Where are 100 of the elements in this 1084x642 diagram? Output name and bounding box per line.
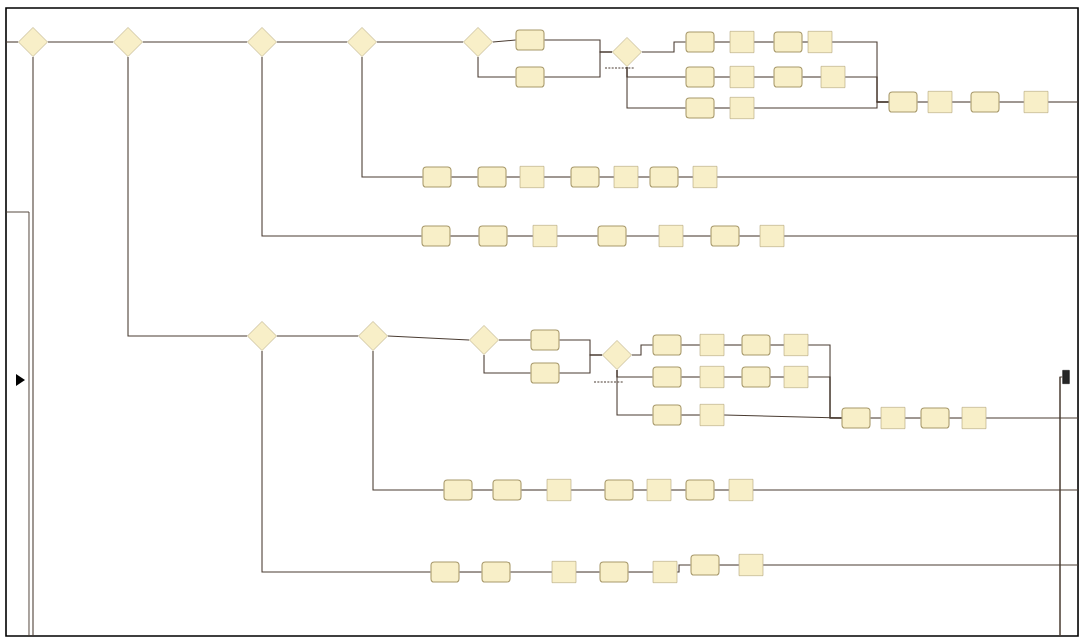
process-box bbox=[685, 97, 715, 119]
delay-box bbox=[519, 166, 545, 188]
connector-line bbox=[450, 235, 479, 237]
delay-box bbox=[551, 561, 577, 583]
process-box bbox=[492, 479, 522, 501]
connector-line bbox=[1047, 101, 1079, 103]
process-box bbox=[685, 66, 715, 88]
process-box bbox=[649, 166, 679, 188]
delay-box bbox=[728, 479, 754, 501]
connector-line bbox=[127, 56, 248, 337]
delay-box bbox=[613, 166, 639, 188]
connector-line bbox=[723, 344, 742, 346]
process-box bbox=[530, 329, 560, 351]
process-box bbox=[430, 561, 460, 583]
connector-line bbox=[544, 51, 613, 78]
connector-line bbox=[753, 41, 774, 43]
delay-box bbox=[729, 97, 755, 119]
connector-line bbox=[714, 107, 731, 109]
connector-line bbox=[599, 176, 615, 178]
connector-line bbox=[498, 339, 531, 341]
connector-line bbox=[985, 417, 1079, 419]
connector-line bbox=[47, 41, 114, 43]
decision-diamond bbox=[18, 27, 48, 57]
delay-box bbox=[759, 225, 785, 247]
delay-box bbox=[532, 225, 558, 247]
connector-line bbox=[770, 376, 785, 378]
process-box bbox=[477, 166, 507, 188]
connector-line bbox=[261, 56, 422, 237]
connector-line bbox=[641, 41, 686, 53]
connector-line bbox=[714, 76, 731, 78]
connector-line bbox=[492, 39, 516, 43]
process-box bbox=[599, 561, 629, 583]
connector-line bbox=[276, 41, 348, 43]
connector-line bbox=[723, 414, 842, 419]
connector-line bbox=[459, 571, 482, 573]
decision-diamond bbox=[247, 27, 277, 57]
delay-box bbox=[783, 334, 809, 356]
delay-box bbox=[699, 334, 725, 356]
connector-line bbox=[670, 489, 686, 491]
connector-line bbox=[261, 350, 431, 573]
connector-line bbox=[628, 571, 654, 573]
connector-line bbox=[753, 76, 774, 78]
connector-line bbox=[5, 41, 19, 43]
connector-line bbox=[681, 414, 701, 416]
process-box bbox=[421, 225, 451, 247]
delay-box bbox=[738, 554, 764, 576]
delay-box bbox=[927, 91, 953, 113]
connector-line bbox=[507, 235, 534, 237]
process-box bbox=[530, 362, 560, 384]
decision-diamond bbox=[247, 321, 277, 351]
connector-line bbox=[575, 571, 600, 573]
process-box bbox=[443, 479, 473, 501]
connector-line bbox=[506, 176, 521, 178]
connector-line bbox=[762, 564, 1079, 566]
connector-line bbox=[723, 376, 742, 378]
delay-box bbox=[783, 366, 809, 388]
process-box bbox=[970, 91, 1000, 113]
delay-box bbox=[692, 166, 718, 188]
connector-line bbox=[626, 235, 660, 237]
connector-line bbox=[556, 235, 598, 237]
process-box bbox=[422, 166, 452, 188]
delay-box bbox=[699, 404, 725, 426]
decision-diamond bbox=[612, 37, 642, 67]
connector-line bbox=[802, 76, 822, 78]
connector-line bbox=[783, 235, 1079, 237]
connector-line bbox=[682, 235, 711, 237]
delay-box bbox=[646, 479, 672, 501]
delay-box bbox=[729, 31, 755, 53]
connector-line bbox=[716, 176, 1079, 178]
decision-diamond bbox=[602, 340, 632, 370]
connector-line bbox=[372, 350, 444, 491]
connector-line bbox=[451, 176, 478, 178]
process-box bbox=[710, 225, 740, 247]
process-box bbox=[652, 404, 682, 426]
connector-line bbox=[559, 354, 603, 374]
process-box bbox=[478, 225, 508, 247]
delay-box bbox=[729, 66, 755, 88]
delay-box bbox=[546, 479, 572, 501]
connector-line bbox=[870, 417, 882, 419]
connector-line bbox=[753, 101, 889, 109]
connector-line bbox=[904, 417, 921, 419]
connector-line bbox=[752, 489, 1079, 491]
process-box bbox=[741, 366, 771, 388]
process-box bbox=[741, 334, 771, 356]
connector-line bbox=[681, 344, 701, 346]
connector-line bbox=[570, 489, 605, 491]
connector-line bbox=[32, 56, 34, 637]
connector-line bbox=[376, 41, 464, 43]
decision-diamond bbox=[463, 27, 493, 57]
connector-line bbox=[719, 564, 740, 566]
process-box bbox=[604, 479, 634, 501]
connector-line bbox=[477, 56, 516, 78]
process-box bbox=[481, 561, 511, 583]
delay-box bbox=[807, 31, 833, 53]
connector-line bbox=[543, 176, 571, 178]
delay-box bbox=[652, 561, 678, 583]
process-box bbox=[515, 29, 545, 51]
connector-line bbox=[633, 489, 648, 491]
connector-line bbox=[1059, 376, 1063, 637]
process-box bbox=[685, 31, 715, 53]
